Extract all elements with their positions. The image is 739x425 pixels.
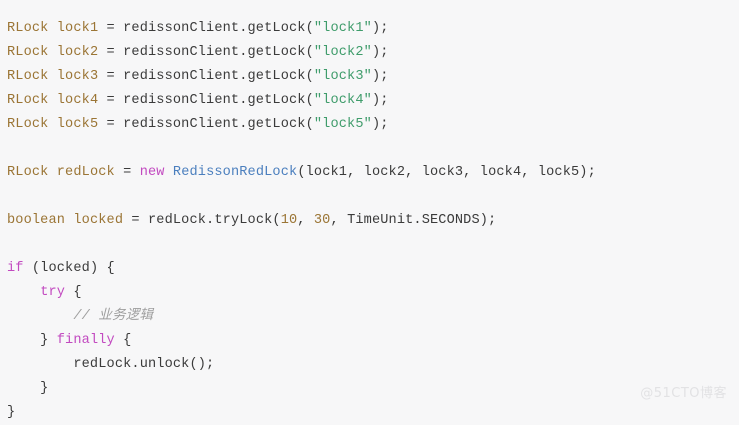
code-token-string: "lock5" <box>313 116 372 132</box>
code-line: } <box>7 377 596 401</box>
code-token-class: RedissonRedLock <box>172 164 298 180</box>
code-line: } <box>7 401 596 425</box>
code-token-var: redLock <box>56 164 115 180</box>
code-line: // 业务逻辑 <box>7 305 596 329</box>
code-line: RLock redLock = new RedissonRedLock(lock… <box>7 161 596 185</box>
code-token-string: "lock1" <box>313 20 372 36</box>
code-token-default <box>48 45 56 60</box>
code-editor-surface: RLock lock1 = redissonClient.getLock("lo… <box>7 20 727 420</box>
code-token-default: = redissonClient.getLock( <box>98 116 314 132</box>
code-line: RLock lock1 = redissonClient.getLock("lo… <box>7 17 596 41</box>
code-token-default: ); <box>371 92 389 108</box>
code-token-type: boolean <box>7 212 66 228</box>
code-token-default: ); <box>371 20 389 36</box>
code-token-default: = redLock.tryLock( <box>123 212 281 228</box>
code-line: } finally { <box>7 329 596 353</box>
code-token-default: ); <box>371 116 389 132</box>
code-token-default <box>48 69 56 84</box>
code-token-var: lock5 <box>56 116 99 132</box>
code-line: RLock lock5 = redissonClient.getLock("lo… <box>7 113 596 137</box>
code-line: redLock.unlock(); <box>7 353 596 377</box>
code-block[interactable]: RLock lock1 = redissonClient.getLock("lo… <box>7 17 596 425</box>
code-token-keyword: try <box>40 284 66 300</box>
code-token-default <box>48 165 56 180</box>
code-token-number: 30 <box>313 212 331 228</box>
code-line: RLock lock4 = redissonClient.getLock("lo… <box>7 89 596 113</box>
code-line: RLock lock3 = redissonClient.getLock("lo… <box>7 65 596 89</box>
code-token-default: , <box>297 212 314 228</box>
code-token-default: { <box>114 332 132 348</box>
code-line <box>7 137 596 161</box>
code-token-var: lock2 <box>56 44 99 60</box>
code-token-default: ); <box>371 44 389 60</box>
code-token-default: redLock.unlock(); <box>7 356 215 372</box>
code-token-type: RLock <box>7 20 49 36</box>
code-token-type: RLock <box>7 164 49 180</box>
code-token-type: RLock <box>7 68 49 84</box>
code-token-default <box>48 93 56 108</box>
code-token-default: } <box>7 380 49 396</box>
code-token-string: "lock3" <box>313 68 372 84</box>
code-token-default: { <box>65 284 82 300</box>
code-token-default: = redissonClient.getLock( <box>98 20 314 36</box>
code-line: if (locked) { <box>7 257 596 281</box>
code-line: try { <box>7 281 596 305</box>
code-token-default: = redissonClient.getLock( <box>98 92 314 108</box>
code-token-var: lock4 <box>56 92 99 108</box>
code-token-string: "lock2" <box>313 44 372 60</box>
code-line <box>7 185 596 209</box>
code-token-number: 10 <box>280 212 298 228</box>
code-token-type: RLock <box>7 116 49 132</box>
code-token-default: ); <box>371 68 389 84</box>
code-token-comment: // 业务逻辑 <box>73 308 154 324</box>
watermark-label: @51CTO博客 <box>640 386 727 401</box>
code-line: boolean locked = redLock.tryLock(10, 30,… <box>7 209 596 233</box>
code-token-default <box>48 117 56 132</box>
code-token-default: = redissonClient.getLock( <box>98 44 314 60</box>
code-line <box>7 233 596 257</box>
code-token-default: = redissonClient.getLock( <box>98 68 314 84</box>
code-token-default: (lock1, lock2, lock3, lock4, lock5); <box>297 164 596 180</box>
code-token-default <box>7 309 73 324</box>
code-token-type: RLock <box>7 44 49 60</box>
code-token-keyword: if <box>7 260 24 276</box>
code-token-var: lock3 <box>56 68 99 84</box>
code-token-string: "lock4" <box>313 92 372 108</box>
code-token-default: , TimeUnit.SECONDS); <box>330 212 497 228</box>
code-token-default: } <box>7 404 16 420</box>
code-token-var: lock1 <box>56 20 99 36</box>
code-token-keyword: new <box>139 164 165 180</box>
code-line: RLock lock2 = redissonClient.getLock("lo… <box>7 41 596 65</box>
code-token-default <box>165 165 173 180</box>
code-token-var: locked <box>73 212 124 228</box>
code-token-default: (locked) { <box>23 260 115 276</box>
code-token-default: = <box>114 164 140 180</box>
code-token-keyword: finally <box>56 332 115 348</box>
code-token-default <box>48 21 56 36</box>
code-token-type: RLock <box>7 92 49 108</box>
code-token-default <box>7 285 40 300</box>
code-token-default: } <box>7 332 57 348</box>
